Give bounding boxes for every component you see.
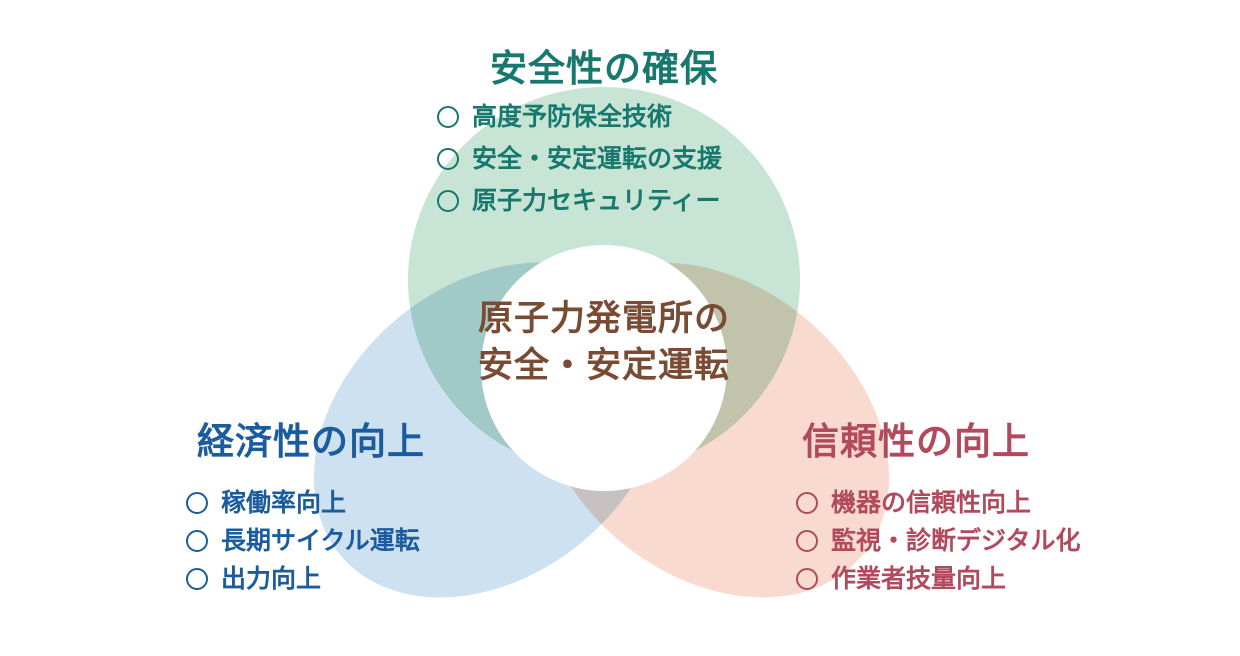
- center-label: 原子力発電所の 安全・安定運転: [304, 295, 904, 389]
- safety-bullet-list: 高度予防保全技術 安全・安定運転の支援 原子力セキュリティー: [437, 96, 722, 222]
- center-disc: [481, 245, 727, 491]
- bullet-label: 原子力セキュリティー: [472, 186, 721, 215]
- list-item: 安全・安定運転の支援: [437, 138, 722, 180]
- circle-bullet-icon: [437, 190, 459, 212]
- circle-bullet-icon: [796, 568, 818, 590]
- economy-bullet-list: 稼働率向上 長期サイクル運転 出力向上: [186, 484, 420, 598]
- economy-group-title: 経済性の向上: [197, 421, 425, 462]
- reliability-bullet-list: 機器の信頼性向上 監視・診断デジタル化 作業者技量向上: [796, 484, 1081, 598]
- circle-bullet-icon: [796, 530, 818, 552]
- circle-bullet-icon: [186, 568, 208, 590]
- center-label-line2: 安全・安定運転: [477, 346, 730, 385]
- bullet-label: 監視・診断デジタル化: [831, 526, 1081, 555]
- list-item: 稼働率向上: [186, 484, 420, 522]
- circle-bullet-icon: [437, 148, 459, 170]
- list-item: 監視・診断デジタル化: [796, 522, 1081, 560]
- list-item: 機器の信頼性向上: [796, 484, 1081, 522]
- list-item: 出力向上: [186, 560, 420, 598]
- circle-bullet-icon: [186, 492, 208, 514]
- circle-bullet-icon: [186, 530, 208, 552]
- bullet-label: 高度予防保全技術: [472, 102, 673, 131]
- bullet-label: 作業者技量向上: [831, 564, 1007, 593]
- center-label-line1: 原子力発電所の: [477, 299, 730, 338]
- bullet-label: 出力向上: [221, 564, 322, 593]
- list-item: 作業者技量向上: [796, 560, 1081, 598]
- bullet-label: 長期サイクル運転: [221, 526, 420, 555]
- bullet-label: 稼働率向上: [221, 488, 347, 517]
- list-item: 長期サイクル運転: [186, 522, 420, 560]
- list-item: 高度予防保全技術: [437, 96, 722, 138]
- list-item: 原子力セキュリティー: [437, 180, 722, 222]
- reliability-group-title: 信頼性の向上: [802, 421, 1030, 462]
- bullet-label: 機器の信頼性向上: [831, 488, 1032, 517]
- bullet-label: 安全・安定運転の支援: [472, 144, 723, 173]
- safety-group-title: 安全性の確保: [490, 48, 718, 89]
- circle-bullet-icon: [796, 492, 818, 514]
- circle-bullet-icon: [437, 106, 459, 128]
